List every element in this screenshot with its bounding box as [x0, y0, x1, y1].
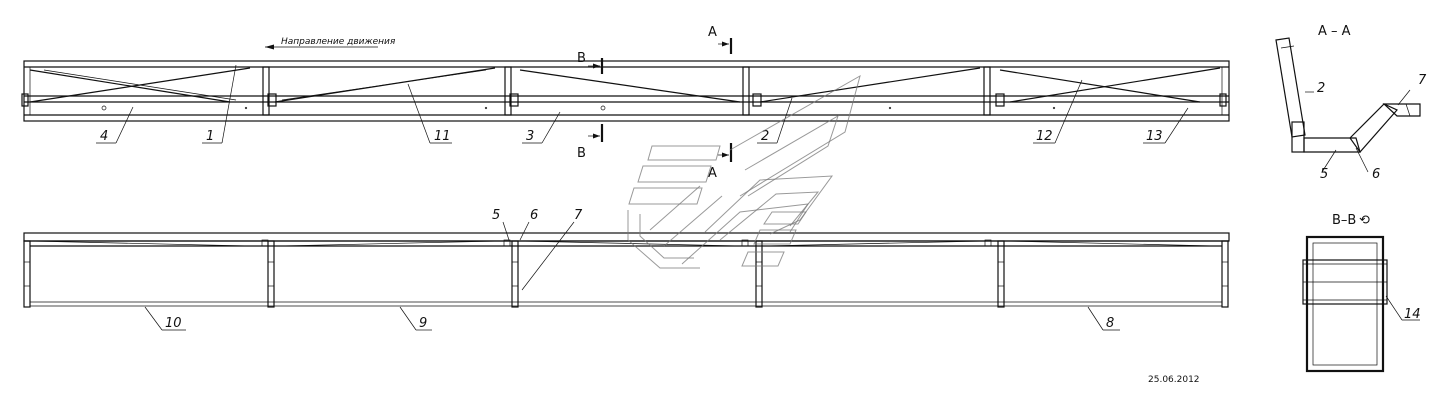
callout-5: 5: [492, 208, 500, 223]
section-b-b: B–B ⟲ 14: [1302, 213, 1421, 373]
rotation-symbol: ⟲: [1359, 213, 1370, 228]
section-b-marks: B B: [577, 51, 604, 161]
section-a-bottom-label: A: [708, 166, 717, 181]
callout-11: 11: [434, 129, 451, 144]
direction-label: Направление движения: [281, 37, 396, 47]
section-b-bottom-label: B: [577, 146, 586, 161]
callout-6: 6: [530, 208, 538, 223]
side-callouts-bottom: 10 9 8: [144, 306, 1120, 331]
section-a-top-label: A: [708, 25, 717, 40]
section-a-callout-7: 7: [1418, 73, 1427, 88]
section-b-b-title: B–B: [1332, 213, 1356, 228]
callout-12: 12: [1036, 129, 1053, 144]
section-a-a-title: A – A: [1318, 24, 1351, 39]
callout-2: 2: [761, 129, 769, 144]
side-view: 5 6 7 10 9 8: [23, 208, 1230, 331]
callout-13: 13: [1146, 129, 1163, 144]
direction-indicator: Направление движения: [265, 37, 396, 50]
side-callouts-top: 5 6 7: [492, 208, 583, 291]
callout-7: 7: [574, 208, 583, 223]
drawing-date: 25.06.2012: [1148, 375, 1200, 385]
section-b-callout-14: 14: [1404, 307, 1421, 322]
top-view: Направление движения A A B B: [21, 25, 1230, 181]
callout-8: 8: [1106, 316, 1114, 331]
section-b-top-label: B: [577, 51, 586, 66]
section-a-callout-2: 2: [1317, 81, 1325, 96]
callout-4: 4: [100, 129, 108, 144]
callout-3: 3: [526, 129, 534, 144]
diagonal-bracing: [29, 67, 1221, 103]
top-callouts: 4 1 11 3 2 12 13: [96, 64, 1189, 144]
watermark-logo: [627, 74, 861, 269]
section-a-a: A – A 2 5 6 7: [1275, 24, 1427, 182]
side-view-top-rail: [23, 232, 1230, 242]
posts: [21, 66, 1227, 116]
side-posts: [24, 240, 1228, 308]
callout-10: 10: [165, 316, 182, 331]
callout-9: 9: [419, 316, 427, 331]
section-a-marks: A A: [708, 25, 733, 181]
section-a-callout-5: 5: [1320, 167, 1328, 182]
top-view-frame: [23, 60, 1230, 122]
section-a-callout-6: 6: [1372, 167, 1380, 182]
callout-1: 1: [206, 129, 214, 144]
side-bracing: [29, 239, 1216, 247]
